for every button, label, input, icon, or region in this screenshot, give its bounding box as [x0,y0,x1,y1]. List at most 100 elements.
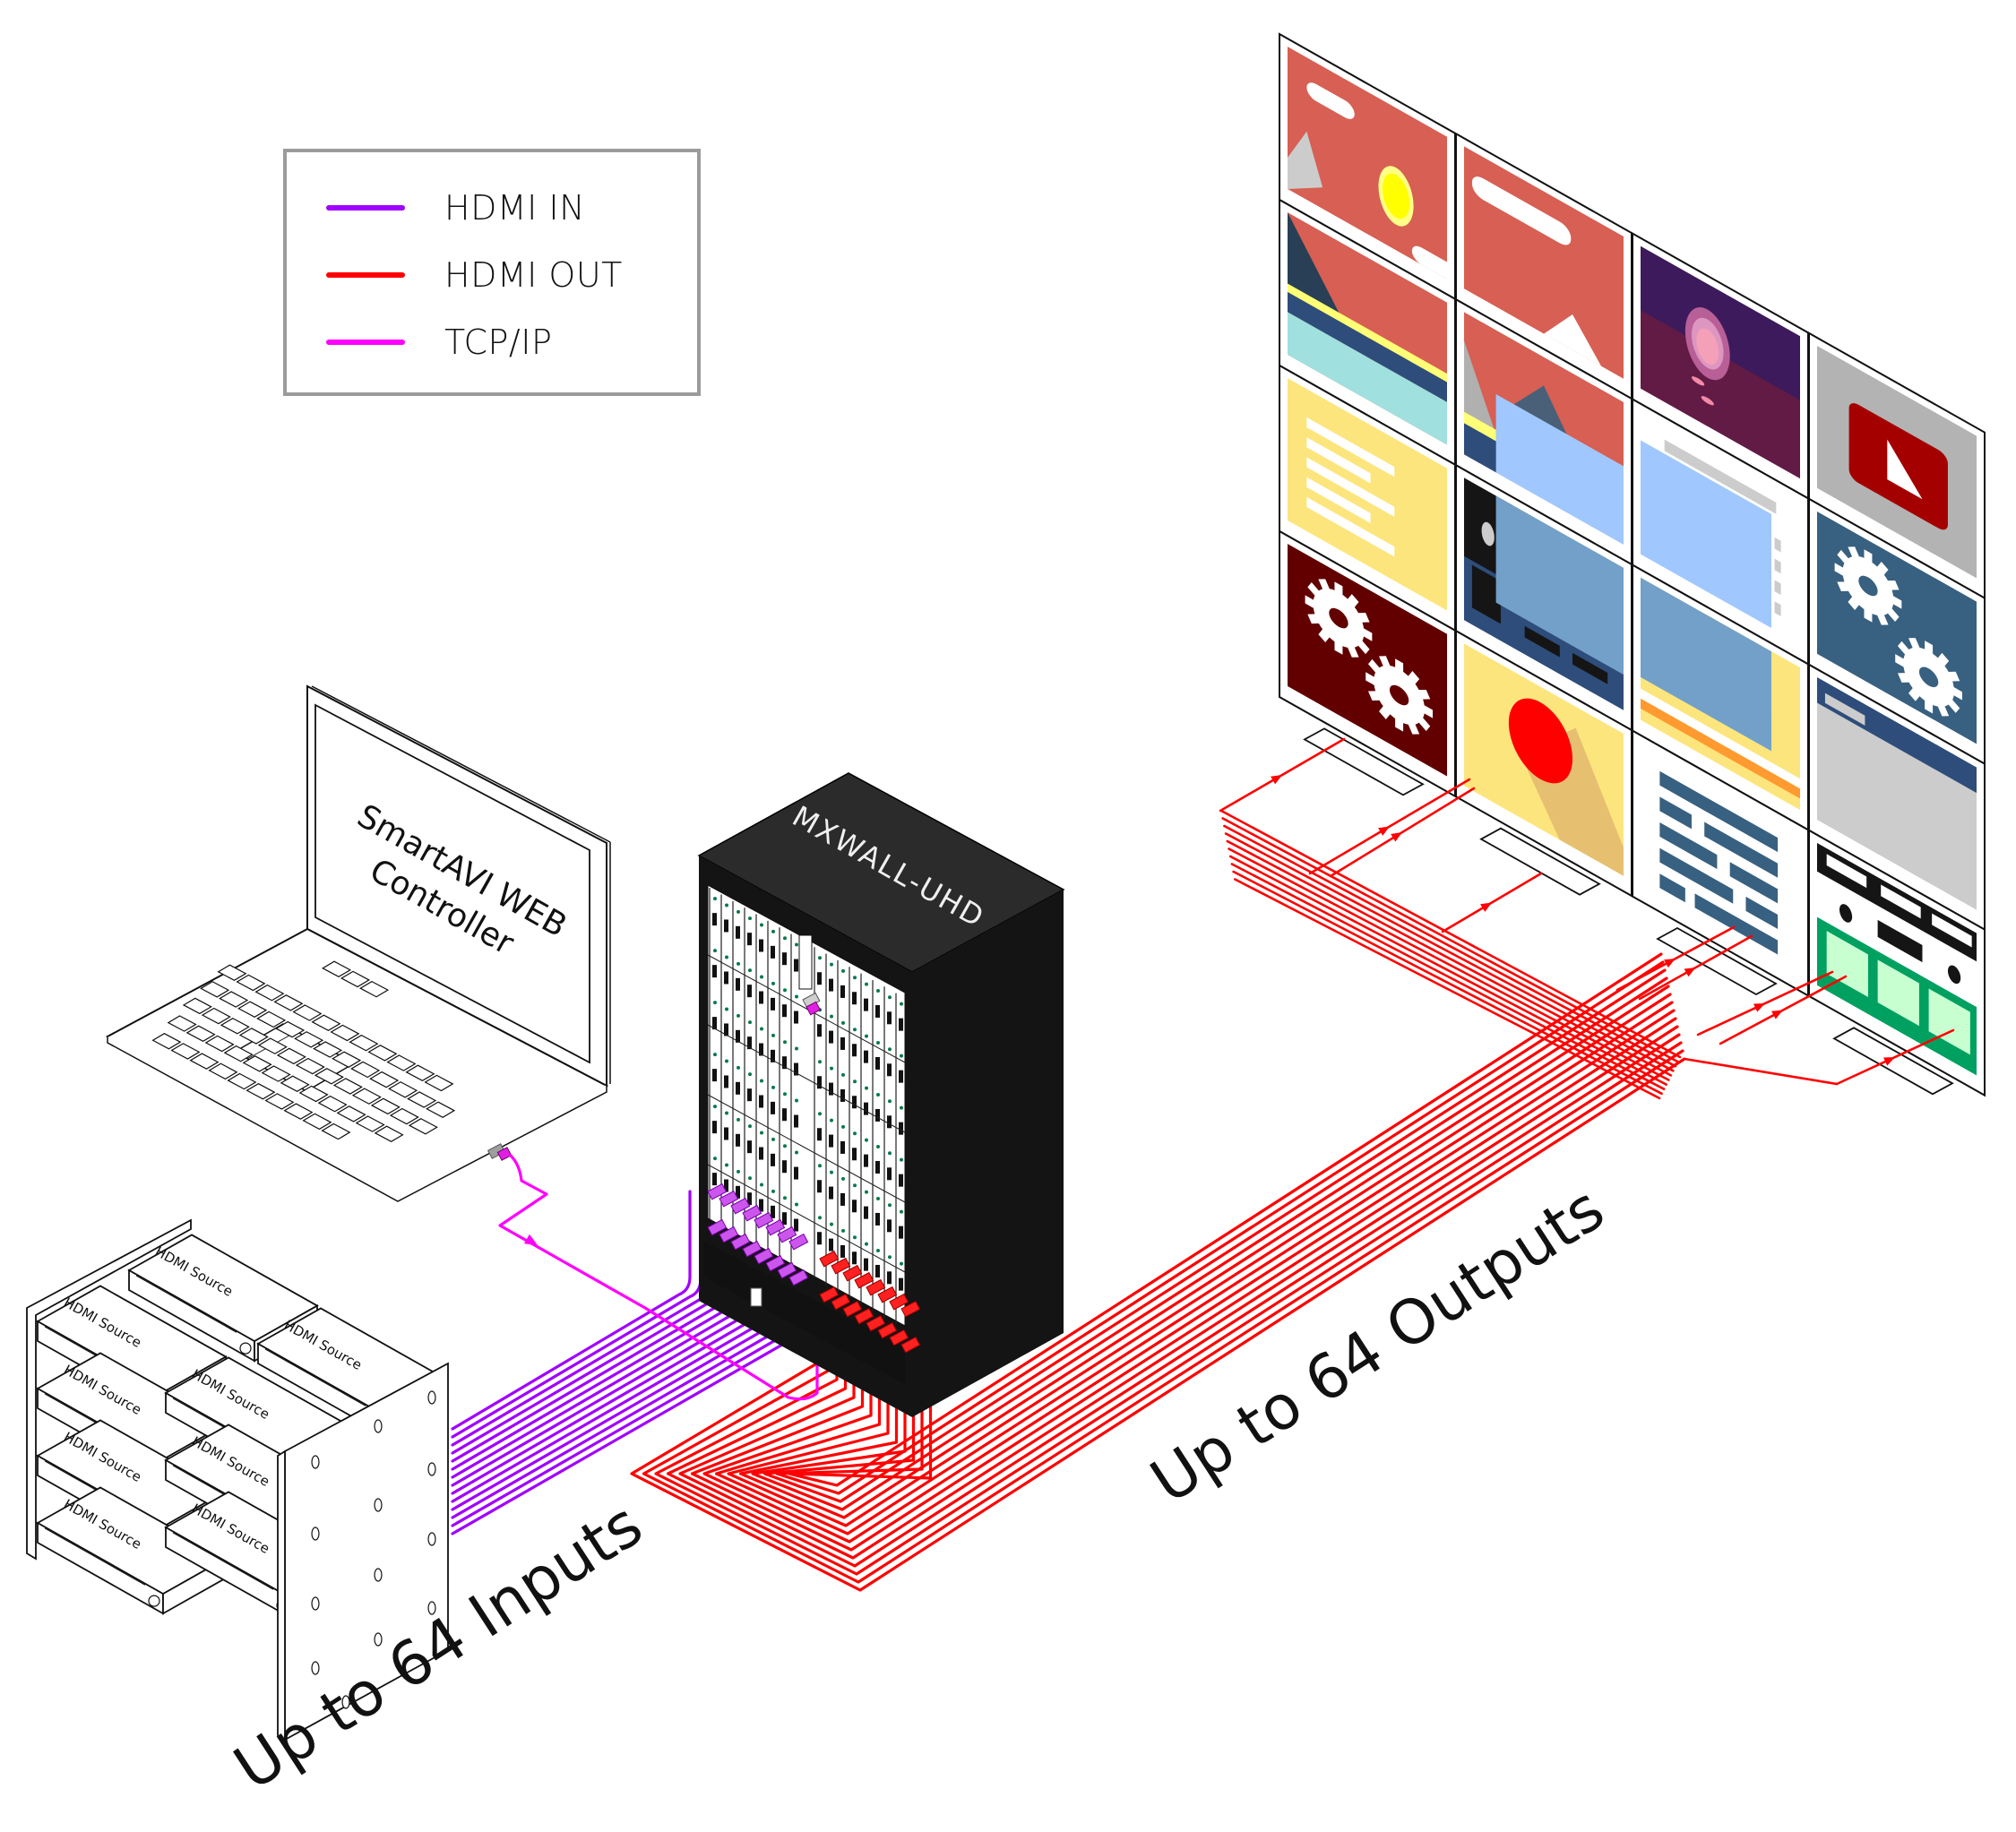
keyboard-key [151,1032,182,1050]
status-led [771,1137,775,1141]
overlay-window [1495,393,1624,545]
hdmi-port [771,997,775,1011]
hdmi-port [782,1004,787,1018]
hdmi-port [736,1081,740,1095]
status-led [876,1248,880,1252]
hdmi-out-connector [877,1286,898,1303]
hdmi-port [794,1114,798,1128]
device-slot [44,1527,146,1586]
keyboard-key [321,1122,351,1140]
reflection [1691,376,1705,386]
status-led [888,1255,892,1260]
hdmi-port [864,1258,868,1271]
hdmi-in-swatch [326,205,405,211]
keyboard-key [351,1088,382,1105]
card [1826,931,1868,998]
hdmi-port [771,1153,775,1166]
keyboard-key [370,1097,401,1115]
panel-screen [1817,511,1977,744]
text-block [1729,862,1779,904]
rack-side [912,890,1064,1417]
status-led [737,1013,740,1018]
sun-icon [1382,173,1410,219]
hdmi-port [712,1017,717,1030]
hdmi-out-cable [1221,817,1679,1063]
hdmi-in-connector [754,1211,774,1229]
hdmi-port [747,933,752,946]
hdmi-out-connector [854,1307,874,1325]
hdmi-port [875,1056,880,1070]
hdmi-port [840,1244,845,1258]
power-inlet [750,1287,762,1307]
keyboard-key [236,974,266,992]
wall-panel-red-sky-cloud [1455,132,1633,400]
mount-hole [311,1596,320,1611]
hdmi-out-connector [866,1314,886,1332]
gear-hole [1389,684,1409,706]
status-led [841,968,845,973]
status-led [783,988,787,993]
hdmi-port [712,1173,717,1186]
panel-screen [1288,378,1447,611]
gear-hole [1858,575,1878,597]
cable-arrow-icon [1391,832,1402,842]
dot [1947,965,1961,985]
status-led [900,1209,903,1214]
status-led [818,1112,822,1116]
hdmi-out-connector [854,1271,874,1289]
laptop-screen [314,703,590,1064]
wall-panel-play-button [1808,331,1986,600]
hdmi-port [724,1127,728,1140]
tcp-ip-connector [806,1001,821,1016]
mount-hole [374,1419,383,1433]
keyboard-key [204,1035,235,1053]
status-led [876,1196,880,1200]
hdmi-port [736,1185,740,1199]
status-led [771,981,775,985]
status-led [865,982,868,986]
hdmi-out-cable [1224,832,1675,1072]
hdmi-out-swatch [326,272,405,278]
keyboard-key [386,1054,417,1071]
gear-hole [1918,667,1939,688]
keyboard-key [317,1095,348,1113]
hdmi-port [887,1063,892,1077]
overlay-window [1641,577,1771,752]
text-block [1659,847,1734,904]
hdmi-port [736,925,740,939]
hdmi-port [747,1036,752,1050]
status-led [748,1072,752,1077]
caption-block [1524,625,1560,658]
status-led [853,1131,857,1136]
status-led [737,1117,740,1122]
monitor-stand [1479,827,1601,896]
status-led [783,1196,787,1200]
hdmi-port [887,1011,892,1025]
hdmi-port [840,985,845,998]
keyboard-key [355,1115,385,1132]
keyboard-key [349,1034,379,1052]
hdmi-port [875,1004,880,1018]
tcp-ip-swatch [326,340,405,345]
hdmi-port [875,1264,880,1277]
keyboard-key [219,991,249,1008]
hdmi-port [794,1218,798,1232]
status-led [713,1157,717,1161]
laptop-web-controller [105,684,611,1202]
hdmi-port [899,1226,903,1239]
hdmi-port [759,1043,763,1056]
keyboard-key [336,1105,366,1122]
hdmi-out-connector [819,1286,840,1303]
status-led [748,968,752,973]
cable-arrow-icon [1664,959,1676,968]
device-knob [239,1342,252,1355]
mount-hole [341,1695,350,1709]
hdmi-port [782,1160,787,1174]
hdmi-port [817,1024,822,1037]
hdmi-port [759,991,763,1004]
keyboard-key [332,1051,362,1068]
keyboard-key [407,1091,437,1108]
hdmi-out-connector [889,1329,909,1346]
status-led [760,975,763,979]
hdmi-port [794,1011,798,1024]
